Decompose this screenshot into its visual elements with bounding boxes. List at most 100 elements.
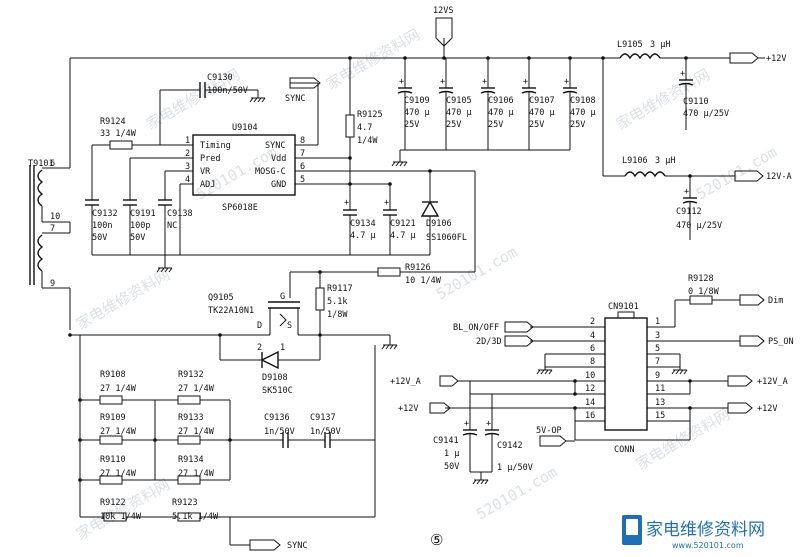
pin-label: Vdd	[271, 154, 286, 164]
capacitor-c9141-ref: C9141	[433, 436, 459, 446]
svg-text:8: 8	[590, 357, 595, 367]
capacitor-c9141-voltage: 50V	[444, 462, 459, 472]
svg-text:14: 14	[585, 398, 595, 408]
resistor-r9109-value: 27 1/4W	[100, 427, 137, 437]
capacitor-c9191-ref: C9191	[130, 209, 156, 219]
svg-text:2: 2	[590, 317, 595, 327]
transformer-ref: T9101	[28, 159, 54, 169]
cap-voltage: 25V	[446, 120, 461, 130]
page-marker: ⑤	[430, 531, 443, 549]
svg-text:7: 7	[655, 357, 660, 367]
resistor-r9125-power: 1/4W	[357, 136, 378, 146]
ic-u9104: U9104 SP6018E Timing Pred VR ADJ SYNC Vd…	[180, 123, 318, 213]
capacitor-c9112-value: 470 μ/25V	[676, 221, 722, 231]
resistor-r9124-ref: R9124	[100, 117, 126, 127]
svg-text:10: 10	[585, 371, 595, 381]
resistor-r9122-value: 10k 1/4W	[100, 512, 142, 522]
connector-pins-right: 1 3 5 7 9 11 13 15	[655, 317, 665, 421]
pin-number: 5	[300, 175, 305, 185]
pin-label: VR	[200, 167, 211, 177]
watermark-text: 家电维修资料网	[633, 405, 733, 473]
cap-value: 470 μ	[570, 108, 596, 118]
svg-text:1: 1	[655, 317, 660, 327]
svg-text:11: 11	[655, 384, 665, 394]
capacitor-c9137-ref: C9137	[310, 413, 336, 423]
resistor-r9108-ref: R9108	[100, 370, 126, 380]
resistor-r9128-value: 0 1/8W	[688, 287, 720, 297]
capacitor-c9110-value: 470 μ/25V	[683, 109, 729, 119]
resistor-r9128-ref: R9128	[688, 274, 714, 284]
watermark-text: 520101.com	[433, 243, 520, 304]
svg-text:+: +	[680, 69, 685, 79]
signal-label-12va-left: +12V_A	[390, 377, 421, 387]
inductor-l9106-value: 3 μH	[655, 156, 675, 166]
svg-text:+: +	[440, 77, 445, 87]
capacitor-c9136-value: 1n/50V	[264, 427, 295, 437]
capacitor-c9105: + C9105 470 μ 25V	[438, 58, 472, 150]
capacitor-c9142-value: 1 μ/50V	[497, 463, 533, 473]
inductor-l9105-ref: L9105	[617, 40, 643, 50]
cap-ref: C9108	[570, 96, 596, 106]
capacitor-c9132-voltage: 50V	[92, 233, 107, 243]
svg-text:12: 12	[585, 384, 595, 394]
capacitor-c9191-value: 100p	[130, 221, 150, 231]
diode-d9106-part: SS1060FL	[426, 233, 467, 243]
mosfet-q9105-ref: Q9105	[208, 293, 234, 303]
resistor-r9126-value: 10 1/4W	[405, 276, 442, 286]
svg-text:+: +	[399, 77, 404, 87]
ic-support-network: C9130 100n/50V SYNC R9124 33 1/4W C9132 …	[85, 58, 476, 273]
signal-label-2d3d: 2D/3D	[476, 337, 502, 347]
pin-number: 3	[185, 162, 190, 172]
ic-ref: U9104	[232, 123, 258, 133]
cap-voltage: 25V	[404, 120, 419, 130]
cap-value: 470 μ	[404, 108, 430, 118]
capacitor-c9137-value: 1n/50V	[310, 427, 341, 437]
logo-text: 家电维修资料网	[646, 520, 765, 540]
pin-letter: S	[287, 321, 292, 331]
resistor-r9122-ref: R9122	[100, 498, 126, 508]
svg-text:6: 6	[590, 344, 595, 354]
resistor-r9110-ref: R9110	[100, 455, 126, 465]
signal-label-12v-right: +12V	[757, 404, 777, 414]
capacitor-c9110-ref: C9110	[683, 97, 709, 107]
resistor-r9117-power: 1/8W	[327, 310, 348, 320]
diode-d9108-part: SK510C	[262, 386, 293, 396]
signal-label-dim: Dim	[768, 296, 783, 306]
cap-value: 470 μ	[488, 108, 514, 118]
capacitor-c9130-value: 100n/50V	[207, 86, 248, 96]
pin-number: 7	[300, 149, 305, 159]
resistor-r9125-value: 4.7	[357, 123, 372, 133]
resistor-r9123-ref: R9123	[172, 498, 198, 508]
cap-voltage: 25V	[529, 120, 544, 130]
output-filter-12va: L9106 3 μH + C9112 470 μ/25V 12V-A	[602, 58, 792, 240]
sync-label-top: SYNC	[285, 94, 305, 104]
resistor-r9133-value: 27 1/4W	[178, 427, 215, 437]
capacitor-c9121-ref: C9121	[390, 219, 416, 229]
capacitor-c9191-voltage: 50V	[130, 233, 145, 243]
resistor-r9126-ref: R9126	[405, 263, 431, 273]
svg-text:+: +	[344, 198, 349, 208]
svg-text:9: 9	[655, 371, 660, 381]
svg-text:+: +	[482, 77, 487, 87]
signal-label-12va-right: +12V_A	[757, 377, 788, 387]
pin-label: GND	[271, 180, 286, 190]
capacitor-c9142-ref: C9142	[497, 441, 523, 451]
pin-number: 10	[50, 212, 60, 222]
resistor-r9110-value: 27 1/4W	[100, 469, 137, 479]
top-rail: 12VS	[69, 6, 620, 168]
diode-d9108-ref: D9108	[262, 373, 288, 383]
resistor-r9133-ref: R9133	[178, 413, 204, 423]
resistor-r9134-ref: R9134	[178, 455, 204, 465]
resistor-r9117-ref: R9117	[327, 284, 353, 294]
capacitor-c9141-value: 1 μ	[444, 449, 459, 459]
pin-letter: D	[257, 321, 262, 331]
pin-number: 2	[257, 343, 262, 353]
connector-cn9101: CN9101 CONN 2 4 6 8 10 12 14 16 1 3 5 7 …	[390, 274, 794, 485]
capacitor-c9132-ref: C9132	[92, 209, 118, 219]
pin-label: SYNC	[265, 141, 285, 151]
cap-ref: C9107	[529, 96, 555, 106]
capacitor-c9107: + C9107 470 μ 25V	[521, 58, 555, 150]
cap-value: 470 μ	[446, 108, 472, 118]
diode-d9106-ref: D9106	[426, 219, 452, 229]
